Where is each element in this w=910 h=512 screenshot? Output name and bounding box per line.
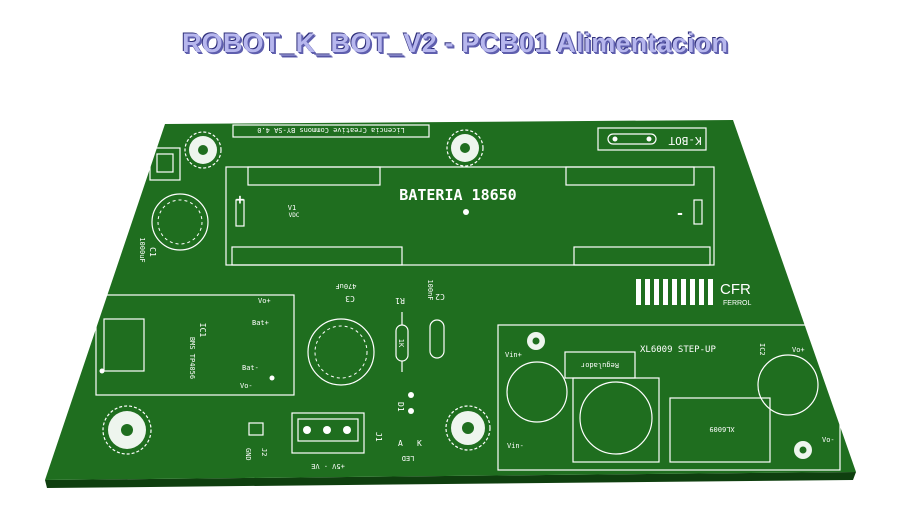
license-text: Licencia Creative Commons BY-SA 4.0 <box>257 126 405 134</box>
d1-k-label: K <box>417 439 422 448</box>
pcb-edge <box>45 472 856 488</box>
battery-minus-mark: - <box>676 206 684 222</box>
logo-box: K-BOT <box>597 127 707 151</box>
bms-vo-minus: Vo- <box>240 382 253 390</box>
ferrol-text: FERROL <box>723 300 752 307</box>
r1-ref: R1 <box>395 296 405 305</box>
d1-a-label: A <box>398 439 403 448</box>
c2-value: 100nF <box>426 279 434 300</box>
mount-hole-top-mid <box>446 129 484 167</box>
c3-capacitor: C3 470uF <box>307 282 375 386</box>
c3-ref: C3 <box>345 294 355 303</box>
j2-ref: J2 <box>260 448 268 456</box>
switch-footprint <box>149 147 181 181</box>
battery-label: BATERIA 18650 <box>399 186 516 204</box>
d1-ref: D1 <box>396 402 405 412</box>
pcb-surface <box>45 120 856 480</box>
j1-ref: J1 <box>374 432 383 442</box>
c1-ref: C1 <box>148 247 157 257</box>
j1-pins: +5V - VE <box>311 462 345 470</box>
bms-bat-minus: Bat- <box>242 364 259 372</box>
d1-led: D1 K A LED <box>396 392 422 462</box>
c1-capacitor: C1 1000uF <box>138 193 209 263</box>
bms-vo-plus: Vo+ <box>258 297 271 305</box>
xl-vin-plus: Vin+ <box>505 351 522 359</box>
mount-hole-bottom-mid <box>445 405 491 451</box>
c2-capacitor: C2 100nF <box>426 279 445 359</box>
r1-value: 1K <box>397 339 405 348</box>
ic1-ref: IC1 <box>198 323 207 338</box>
xl-vo-minus: Vo- <box>822 436 835 444</box>
bms-module: IC1 BMS TP4056 Vo+ Bat+ Bat- Vo- <box>95 294 295 396</box>
c2-ref: C2 <box>435 292 445 301</box>
battery-plus-mark: + <box>236 192 244 208</box>
cfr-logo: CFR FERROL <box>636 279 752 307</box>
r1-resistor: R1 1K <box>395 296 409 372</box>
xl-chip-label: XL6009 <box>709 425 734 433</box>
xl-title: XL6009 STEP-UP <box>640 345 716 355</box>
page-title: ROBOT_K_BOT_V2 - PCB01 Alimentacion <box>181 28 729 58</box>
battery-holder: BATERIA 18650 + - V1 VDC <box>225 166 715 266</box>
ic1-value: BMS TP4056 <box>188 337 196 379</box>
cfr-text: CFR <box>720 281 751 298</box>
logo-text: K-BOT <box>668 134 701 147</box>
c3-value: 470uF <box>335 282 356 290</box>
ic2-ref: IC2 <box>758 343 766 356</box>
j1-connector: J1 +5V - VE <box>291 412 383 470</box>
mount-hole-bottom-left <box>102 405 152 455</box>
mount-hole-top-left <box>184 131 222 169</box>
v1-ref: V1 <box>288 204 296 212</box>
j2-value: GND <box>244 448 252 461</box>
j2-connector: J2 GND <box>244 422 268 461</box>
cfr-stripes <box>636 279 713 305</box>
v1-value: VDC <box>289 212 300 219</box>
xl-vo-plus: Vo+ <box>792 346 805 354</box>
d1-value: LED <box>402 454 415 462</box>
regulador-label: Regulador <box>581 361 619 369</box>
xl-vin-minus: Vin- <box>507 442 524 450</box>
bms-bat-plus: Bat+ <box>252 319 269 327</box>
xl6009-module: XL6009 STEP-UP IC2 Vin+ Vo+ Vin- Vo- Reg… <box>497 324 841 471</box>
c1-value: 1000uF <box>138 237 146 262</box>
license-box: Licencia Creative Commons BY-SA 4.0 <box>232 124 430 138</box>
